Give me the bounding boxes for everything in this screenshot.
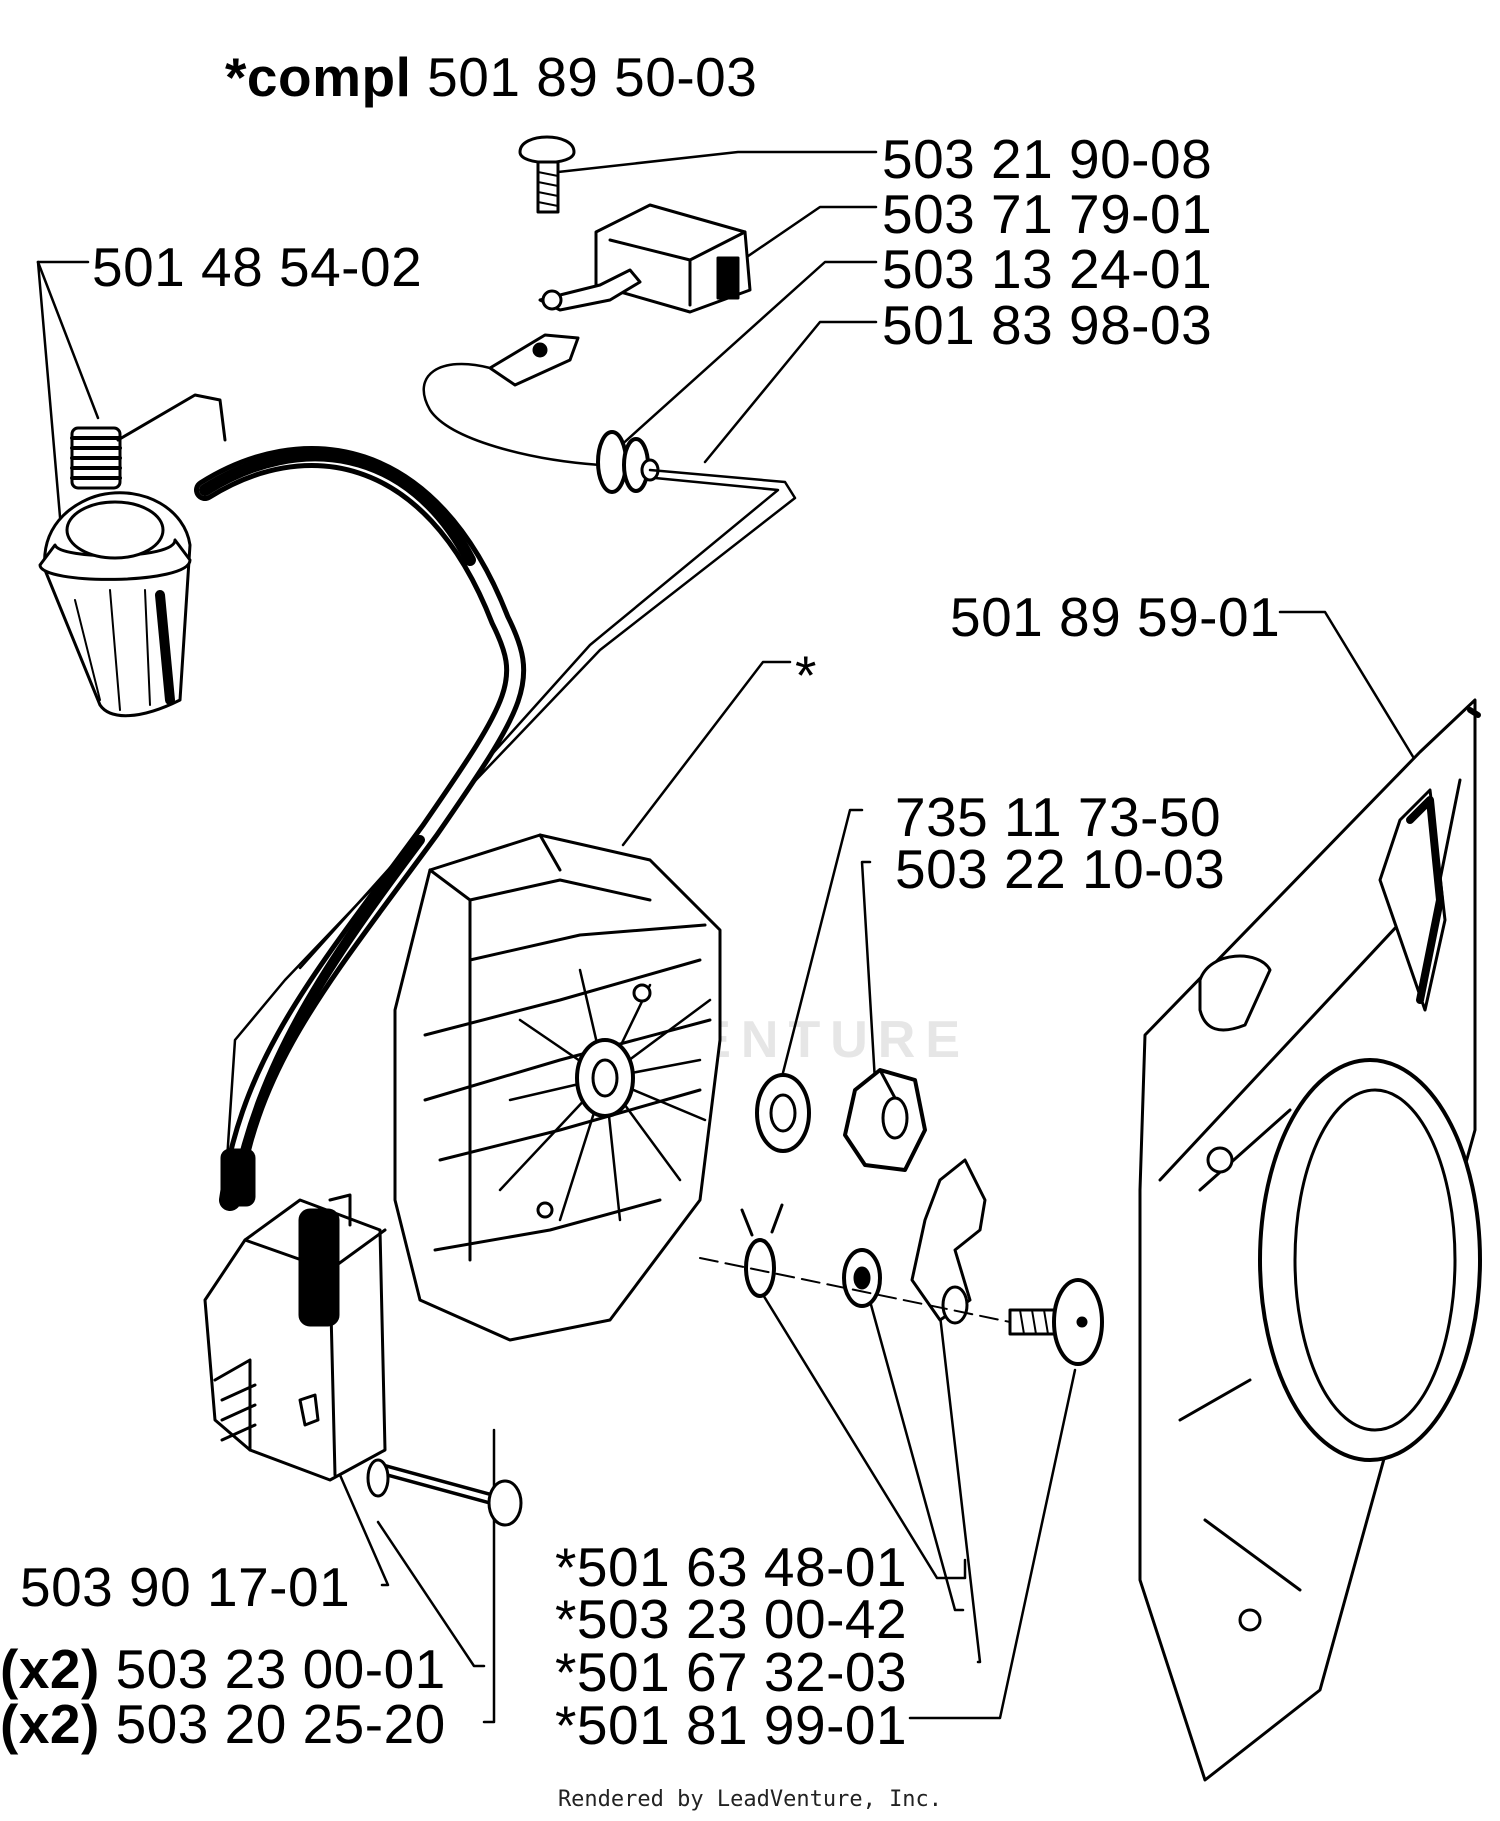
- label-cover-plate: 501 89 59-01: [950, 586, 1281, 648]
- pawl-part: [910, 1158, 987, 1325]
- ht-lead: [194, 446, 527, 1211]
- label-washer: 735 11 73-50: [895, 786, 1222, 848]
- label-nut: 503 22 10-03: [895, 838, 1226, 900]
- switch-part: [538, 203, 752, 314]
- label-wire: 501 83 98-03: [882, 294, 1213, 356]
- nut-part: [843, 1068, 927, 1172]
- axis-line: [699, 1257, 1011, 1323]
- label-pawl: *501 67 32-03: [555, 1641, 908, 1703]
- label-switch: 503 71 79-01: [882, 183, 1213, 245]
- label-qty-bolt: (x2) 503 20 25-20: [0, 1693, 446, 1755]
- label-flywheel: *: [795, 644, 817, 706]
- grommet-part: [596, 430, 660, 494]
- wire-terminal: [422, 333, 602, 467]
- label-spring-clip: *501 63 48-01: [555, 1536, 908, 1598]
- footer-credit: Rendered by LeadVenture, Inc.: [557, 1787, 943, 1812]
- label-qty-screw: (x2) 503 23 00-01: [0, 1638, 446, 1700]
- kit-label: *compl 501 89 50-03: [225, 46, 758, 108]
- pawl-screw-part: [1008, 1278, 1104, 1366]
- label-grommet: 503 13 24-01: [882, 238, 1213, 300]
- ignition-module: [203, 1193, 387, 1482]
- label-ignition-module: 503 90 17-01: [20, 1556, 351, 1618]
- screw-part: [518, 135, 576, 214]
- spring-clip-part: [740, 1203, 784, 1298]
- spring-part: [70, 393, 227, 490]
- small-washer-part: [842, 1248, 882, 1308]
- spark-plug-cap: [38, 491, 192, 718]
- label-spark-plug-cap: 501 48 54-02: [92, 236, 423, 298]
- label-small-washer: *503 23 00-42: [555, 1588, 908, 1650]
- flywheel-part: [393, 833, 722, 1342]
- leader-lines: [36, 150, 1417, 1724]
- washer-part: [755, 1073, 811, 1153]
- cover-plate-part: [1138, 698, 1482, 1782]
- module-screw: [366, 1458, 523, 1527]
- label-pawl-screw: *501 81 99-01: [555, 1694, 908, 1756]
- label-screw: 503 21 90-08: [882, 128, 1213, 190]
